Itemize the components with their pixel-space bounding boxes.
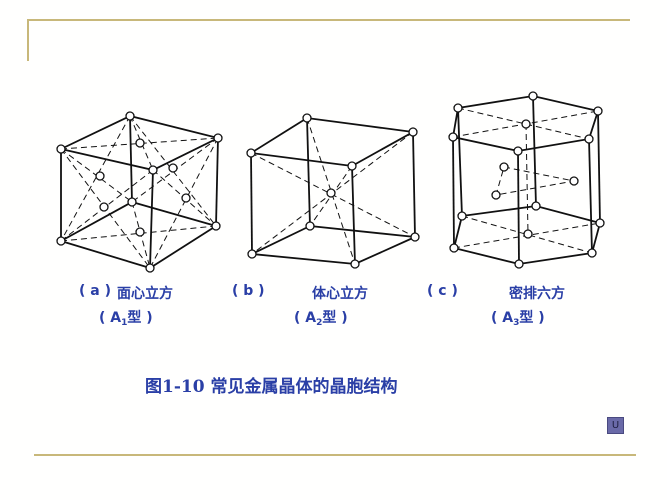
label-a-name: 面心立方 <box>117 286 173 302</box>
label-a-type: ( A1型 ) <box>99 310 153 328</box>
bcc-unit-cell <box>246 113 420 269</box>
label-c-tag: ( c ) <box>427 283 458 299</box>
return-button[interactable]: U <box>607 417 624 434</box>
label-c-name: 密排六方 <box>509 286 565 302</box>
label-a-tag: ( a ) <box>79 283 111 299</box>
bottom-rule <box>34 454 636 456</box>
label-c-type: ( A3型 ) <box>491 310 545 328</box>
label-b-tag: ( b ) <box>232 283 265 299</box>
figure-caption: 图1-10 常见金属晶体的晶胞结构 <box>145 377 398 397</box>
label-b-name: 体心立方 <box>312 286 368 302</box>
hcp-unit-cell <box>448 91 605 269</box>
top-rule <box>27 19 630 21</box>
return-icon: U <box>611 420 620 431</box>
label-b-type: ( A2型 ) <box>294 310 348 328</box>
left-rule <box>27 19 29 61</box>
fcc-unit-cell <box>56 111 223 273</box>
